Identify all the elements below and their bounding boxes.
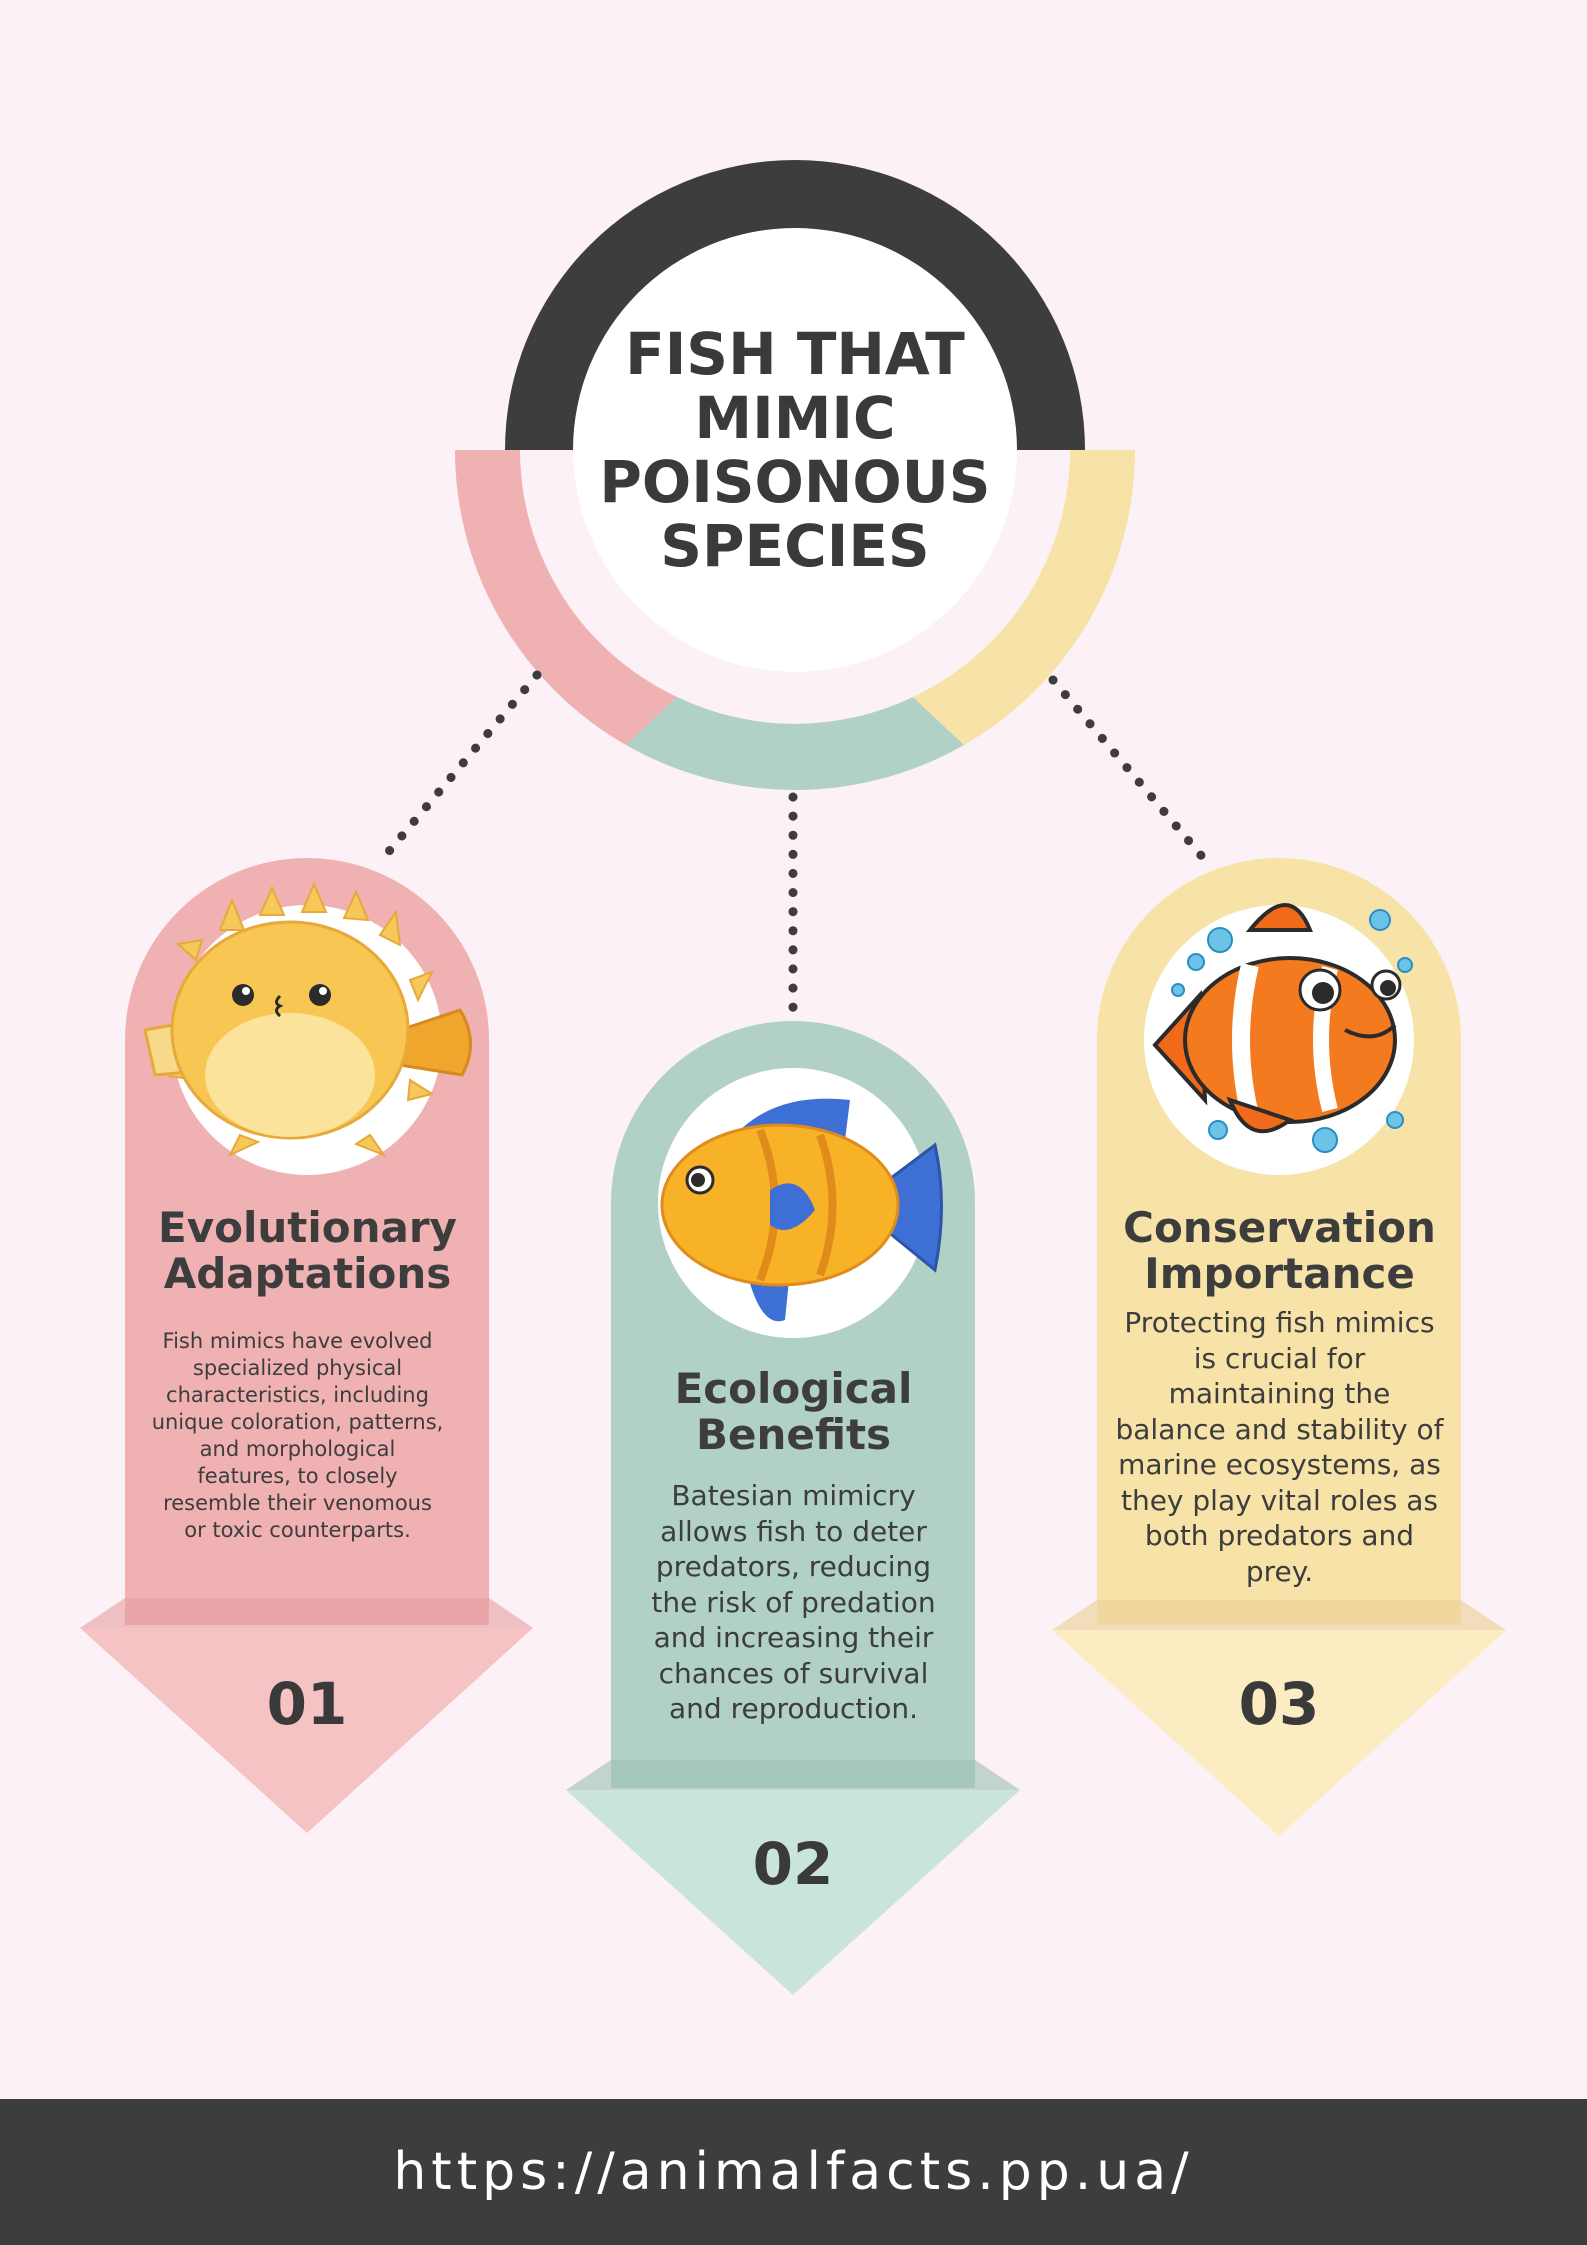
card-3-body: Protecting fish mimics is crucial for ma… (1115, 1306, 1444, 1588)
pink-segment (455, 450, 677, 745)
yellow-segment (913, 450, 1135, 745)
title-line-2: MIMIC (694, 384, 896, 452)
footer-bar: https://animalfacts.pp.ua/ (0, 2099, 1587, 2245)
green-segment (626, 697, 964, 790)
title-line-3: POISONOUS (599, 448, 991, 516)
card-1-arrow (80, 1628, 533, 1833)
title-line-4: SPECIES (660, 512, 930, 580)
page-title: FISH THAT MIMIC POISONOUS SPECIES (560, 315, 1030, 585)
card-2-body: Batesian mimicry allows fish to deter pr… (651, 1479, 936, 1725)
card-1-title: Evolutionary Adaptations (140, 1205, 475, 1297)
card-2-arrow-shadow (566, 1760, 1020, 1790)
card-3-number: 03 (1238, 1670, 1320, 1738)
connector-left (375, 670, 542, 867)
card-2-title-line-1: Ecological (674, 1364, 913, 1413)
card-2-arrow (566, 1790, 1020, 1995)
card-2-number: 02 (752, 1830, 834, 1898)
card-1-title-line-1: Evolutionary (158, 1203, 457, 1252)
card-1-number: 01 (266, 1670, 348, 1738)
card-3-title: Conservation Importance (1112, 1205, 1447, 1297)
title-circle (573, 228, 1017, 672)
card-1-body: Fish mimics have evolved specialized phy… (151, 1329, 444, 1542)
footer-url-link[interactable]: https://animalfacts.pp.ua/ (393, 2142, 1194, 2202)
card-3-arrow (1052, 1630, 1506, 1836)
clownfish-icon (1152, 903, 1413, 1153)
card-3-arrow-shadow (1052, 1600, 1506, 1630)
header-ring (455, 160, 1135, 790)
pufferfish-icon (143, 881, 472, 1158)
card-2-title: Ecological Benefits (626, 1366, 961, 1458)
card-1-title-line-2: Adaptations (163, 1249, 452, 1298)
card-1-arrow-shadow (80, 1598, 533, 1628)
connector-right (1048, 675, 1215, 871)
title-line-1: FISH THAT (625, 320, 965, 388)
card-3-title-line-1: Conservation (1123, 1203, 1436, 1252)
dotted-connectors (375, 670, 1215, 1020)
card-3-title-line-2: Importance (1144, 1249, 1415, 1298)
tropical-fish-icon (660, 1098, 943, 1322)
card-2-title-line-2: Benefits (695, 1410, 892, 1459)
